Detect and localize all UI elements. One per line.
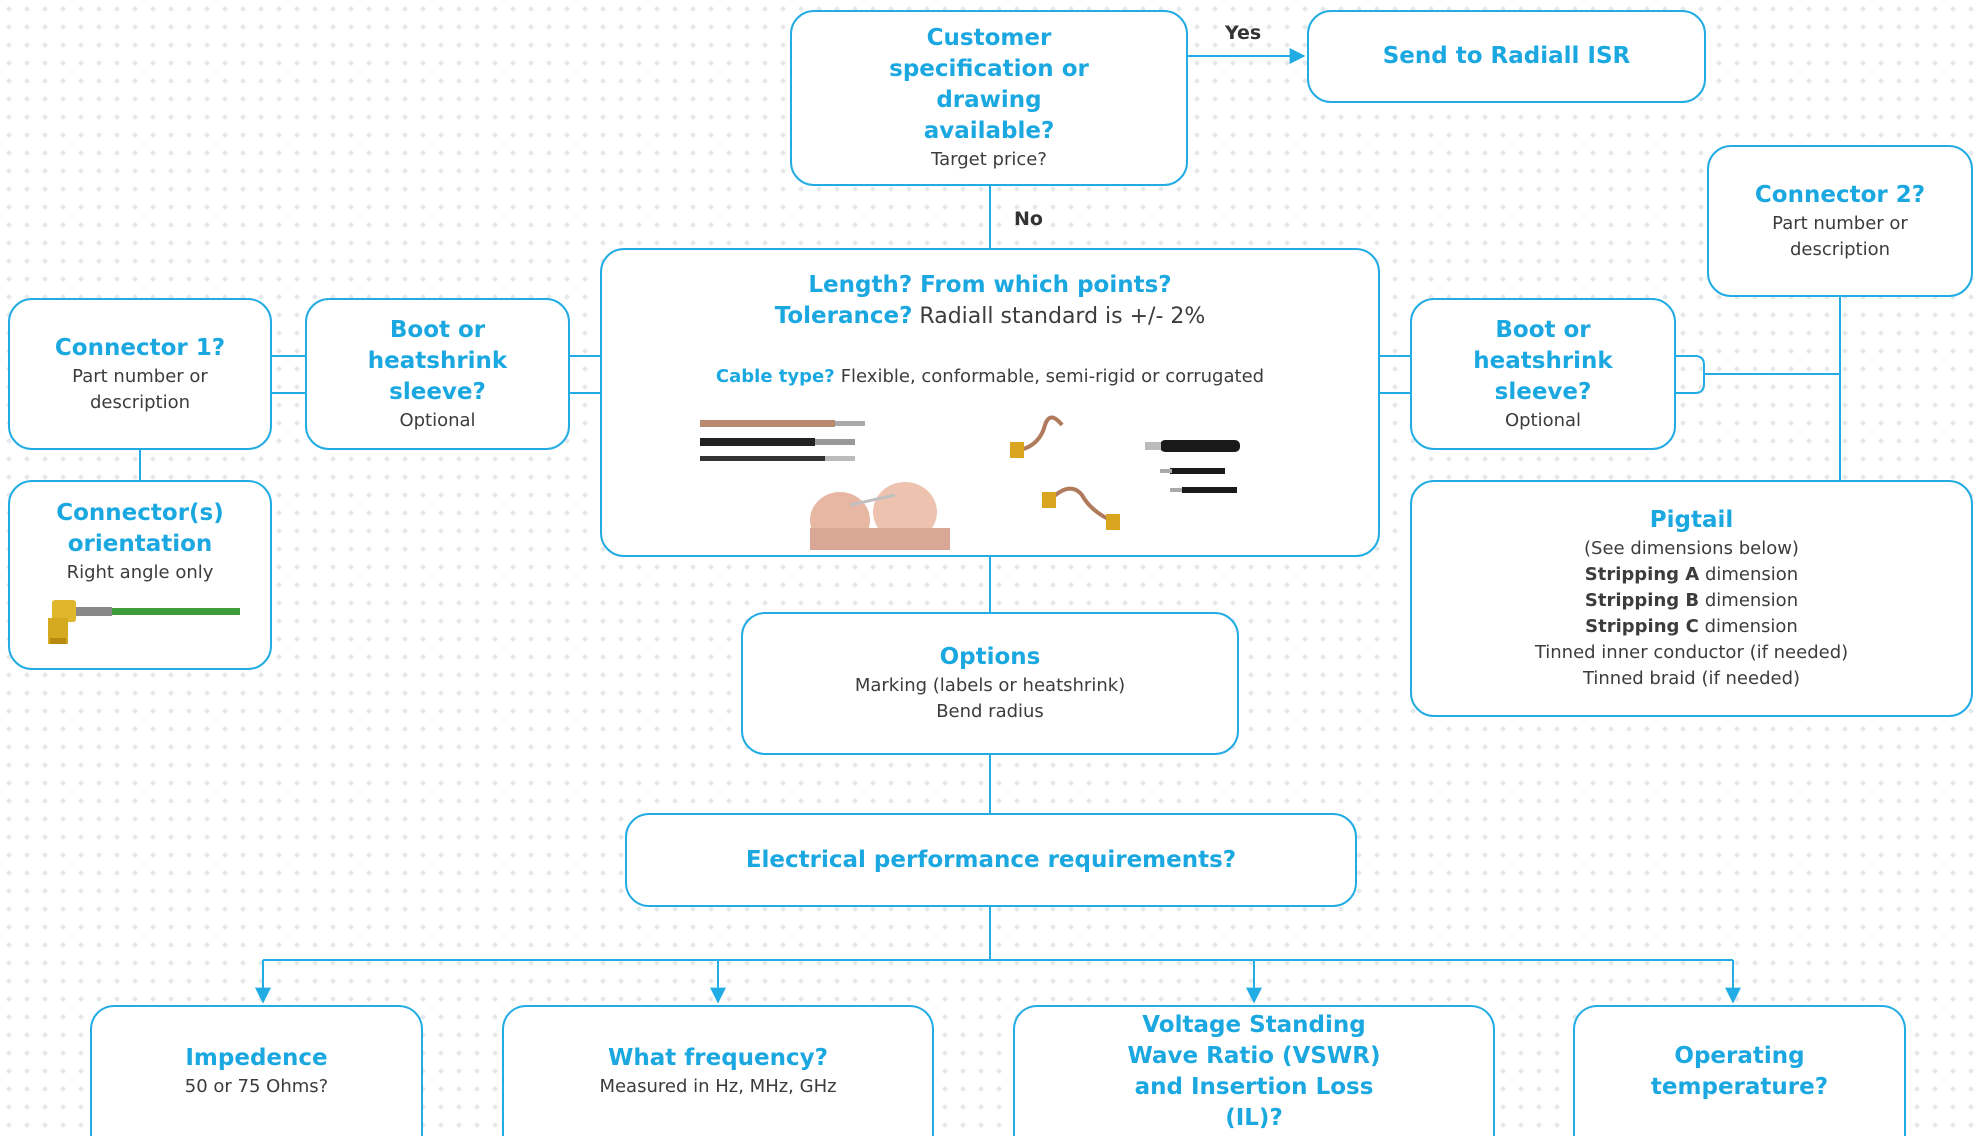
- strip-c-bold: Stripping C: [1585, 616, 1699, 637]
- connector2-sub: Part number or description: [1772, 212, 1908, 260]
- options-box: Options Marking (labels or heatshrink) B…: [741, 612, 1239, 755]
- strip-b-bold: Stripping B: [1584, 590, 1700, 611]
- pigtail-line5: Tinned inner conductor (if needed): [1534, 642, 1849, 663]
- impedence-sub: 50 or 75 Ohms?: [184, 1076, 329, 1097]
- boot-right-box: Boot or heatshrink sleeve? Optional: [1410, 298, 1676, 450]
- pigtail-title: Pigtail: [1649, 507, 1734, 533]
- boot-right-sub: Optional: [1504, 409, 1582, 431]
- yes-label: Yes: [1225, 22, 1262, 44]
- frequency-title: What frequency?: [608, 1045, 828, 1071]
- cable-samples-illustration: [700, 415, 1240, 550]
- pigtail-box: Pigtail (See dimensions below) Stripping…: [1410, 480, 1973, 717]
- connector1-title: Connector 1?: [54, 334, 226, 361]
- pigtail-strip-b: Stripping B dimension: [1585, 588, 1798, 614]
- cable-type-label: Cable type?: [715, 365, 835, 387]
- temperature-box: Operating temperature?: [1573, 1005, 1906, 1136]
- temperature-title: Operating temperature?: [1650, 1042, 1829, 1100]
- boot-left-sub: Optional: [399, 409, 476, 431]
- orientation-title: Connector(s) orientation: [56, 500, 224, 557]
- vswr-title: Voltage Standing Wave Ratio (VSWR) and I…: [1127, 1011, 1381, 1131]
- impedence-box: Impedence 50 or 75 Ohms?: [90, 1005, 423, 1136]
- hands-image: [810, 482, 950, 550]
- pigtail-line1: (See dimensions below): [1584, 538, 1799, 559]
- tolerance-label: Tolerance?: [774, 303, 913, 329]
- right-angle-connector-image: [48, 600, 240, 644]
- pigtail-strip-a: Stripping A dimension: [1585, 562, 1798, 588]
- boot-left-title: Boot or heatshrink sleeve?: [367, 316, 508, 405]
- impedence-title: Impedence: [185, 1045, 328, 1071]
- connector2-box: Connector 2? Part number or description: [1707, 145, 1973, 297]
- connector1-sub: Part number or description: [72, 365, 208, 413]
- conformable-cables-image: [1010, 415, 1120, 530]
- corrugated-cables-image: [1145, 440, 1240, 493]
- options-line1: Marking (labels or heatshrink): [854, 675, 1126, 696]
- frequency-sub: Measured in Hz, MHz, GHz: [599, 1076, 837, 1097]
- connector2-title: Connector 2?: [1754, 181, 1926, 208]
- options-title: Options: [939, 644, 1041, 670]
- electrical-title: Electrical performance requirements?: [745, 846, 1237, 873]
- vswr-box: Voltage Standing Wave Ratio (VSWR) and I…: [1013, 1005, 1495, 1136]
- customer-spec-sub: Target price?: [931, 149, 1047, 170]
- radiall-isr-title: Send to Radiall ISR: [1382, 43, 1631, 69]
- electrical-box: Electrical performance requirements?: [625, 813, 1357, 907]
- boot-right-title: Boot or heatshrink sleeve?: [1473, 316, 1613, 405]
- connector1-box: Connector 1? Part number or description: [8, 298, 272, 450]
- cable-type-band: Cable type?Flexible, conformable, semi-r…: [570, 358, 1410, 394]
- strip-b-rest: dimension: [1699, 590, 1799, 611]
- length-box: Length? From which points? Tolerance? Ra…: [600, 248, 1380, 557]
- tolerance-line: Tolerance? Radiall standard is +/- 2%: [775, 301, 1206, 332]
- strip-c-rest: dimension: [1698, 616, 1798, 637]
- options-line2: Bend radius: [936, 701, 1044, 722]
- boot-left-box: Boot or heatshrink sleeve? Optional: [305, 298, 570, 450]
- pigtail-strip-c: Stripping C dimension: [1585, 614, 1798, 640]
- frequency-box: What frequency? Measured in Hz, MHz, GHz: [502, 1005, 934, 1136]
- flexible-cables-image: [700, 420, 865, 461]
- strip-a-rest: dimension: [1699, 564, 1799, 585]
- pigtail-line6: Tinned braid (if needed): [1582, 668, 1801, 689]
- no-label: No: [1014, 208, 1043, 230]
- tolerance-text: Radiall standard is +/- 2%: [912, 304, 1206, 329]
- customer-spec-title: Customer specification or drawing availa…: [889, 25, 1089, 144]
- orientation-box: Connector(s) orientation Right angle onl…: [8, 480, 272, 670]
- radiall-isr-box: Send to Radiall ISR: [1307, 10, 1706, 103]
- strip-a-bold: Stripping A: [1584, 564, 1700, 585]
- cable-type-text: Flexible, conformable, semi-rigid or cor…: [840, 365, 1265, 387]
- orientation-sub: Right angle only: [66, 562, 214, 583]
- customer-spec-box: Customer specification or drawing availa…: [790, 10, 1188, 186]
- length-title: Length? From which points?: [808, 272, 1172, 298]
